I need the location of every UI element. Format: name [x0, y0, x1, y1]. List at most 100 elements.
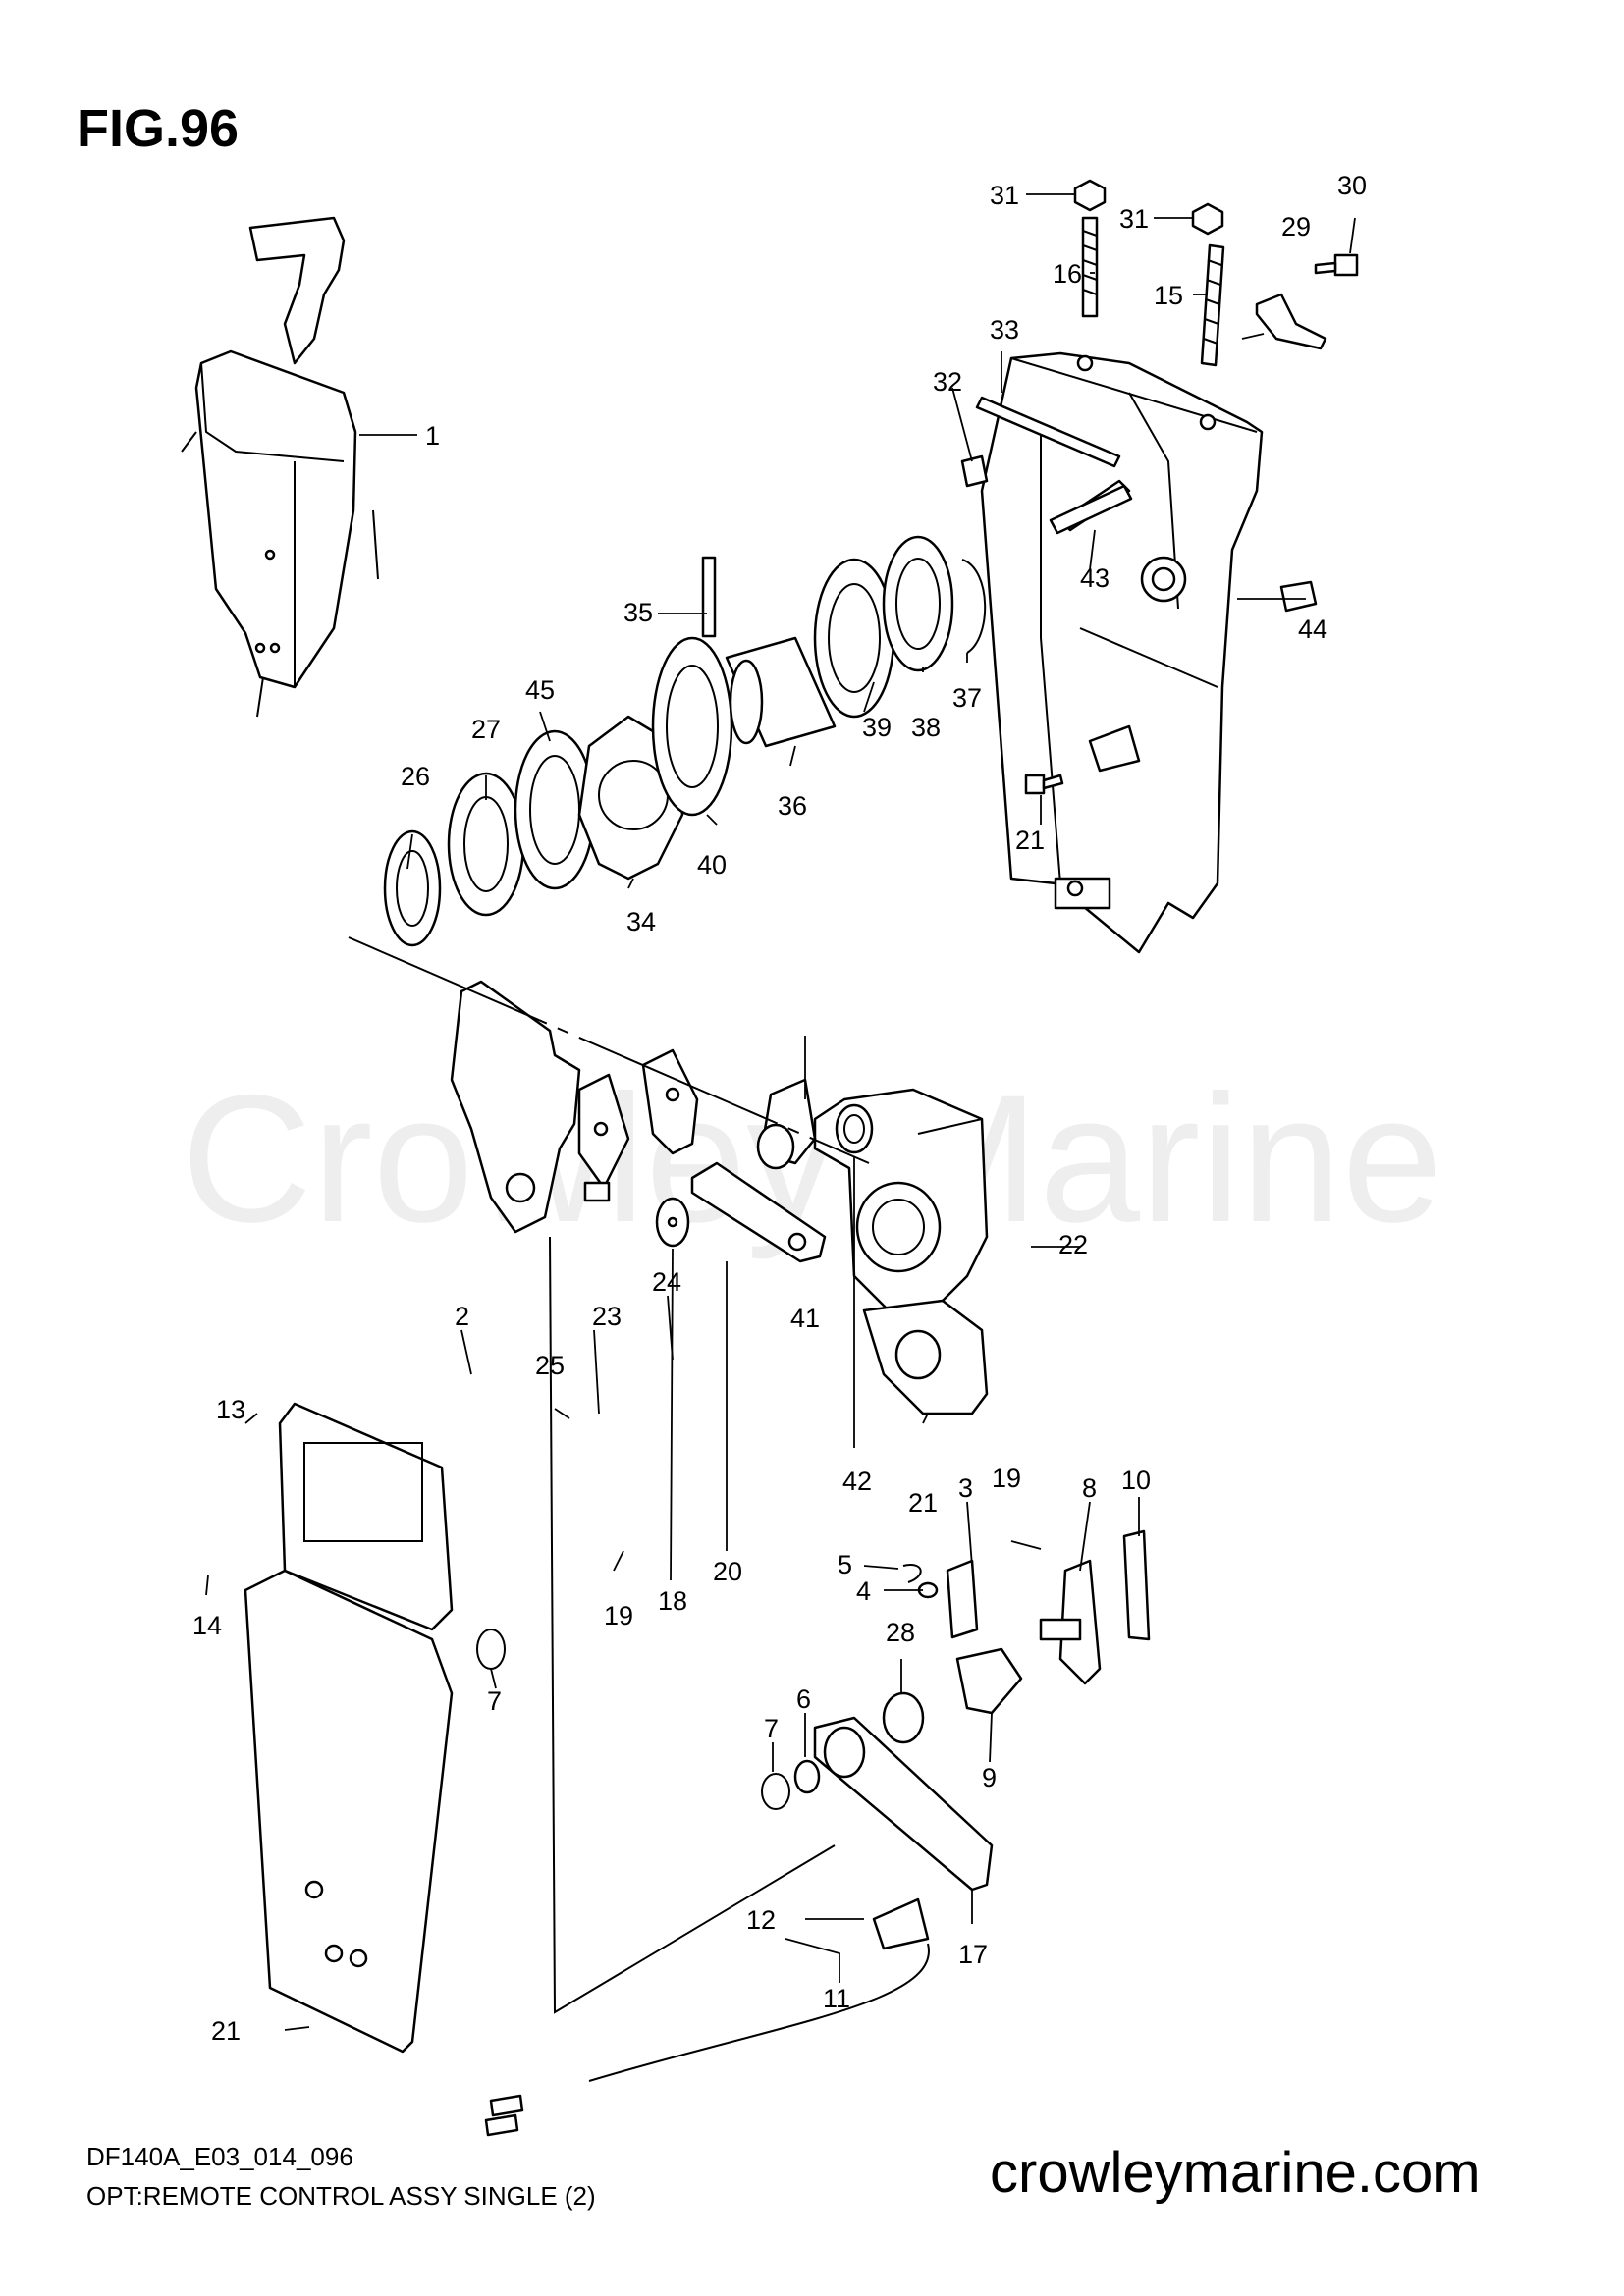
callout-31a: 31	[990, 181, 1019, 210]
callout-27: 27	[471, 715, 501, 744]
callout-8: 8	[1082, 1473, 1097, 1503]
part-32	[960, 454, 989, 488]
callout-23: 23	[592, 1302, 622, 1331]
callout-37: 37	[952, 683, 982, 713]
part-41-switch	[756, 1078, 817, 1170]
cover-plate-assembly	[244, 1402, 454, 2054]
callout-16: 16	[1053, 259, 1082, 289]
part-26-bushing	[383, 829, 442, 947]
part-3-shaft	[946, 1559, 979, 1639]
diagram-description: OPT:REMOTE CONTROL ASSY SINGLE (2)	[86, 2181, 596, 2211]
part-9-collar	[955, 1647, 1023, 1715]
part-31-nut	[1073, 179, 1107, 212]
alignment-line	[348, 936, 870, 1164]
part-16-stud	[1081, 216, 1099, 318]
callout-19b: 19	[992, 1464, 1021, 1493]
callout-19a: 19	[604, 1601, 633, 1630]
part-39-ring	[813, 558, 895, 719]
callout-13: 13	[216, 1395, 245, 1424]
callout-39: 39	[862, 713, 892, 742]
part-33-strip	[975, 396, 1121, 468]
callout-10: 10	[1121, 1466, 1151, 1495]
callout-44: 44	[1298, 614, 1327, 644]
diagram-code: DF140A_E03_014_096	[86, 2142, 353, 2171]
callout-33: 33	[990, 315, 1019, 345]
figure-title: FIG.96	[77, 99, 240, 158]
alignment-line	[917, 1118, 983, 1135]
callout-4: 4	[856, 1576, 871, 1606]
callout-21c: 21	[211, 2016, 241, 2046]
callout-26: 26	[401, 762, 430, 791]
part-12-micro-switch	[872, 1897, 930, 1950]
callout-35: 35	[623, 598, 653, 627]
callout-45: 45	[525, 675, 555, 705]
callout-41: 41	[790, 1304, 820, 1333]
callout-38: 38	[911, 713, 941, 742]
part-40-washer	[651, 636, 733, 817]
callout-labels: 1 2 3 4 5 6 7 7 8 9 10 11 12 13 14 15 16…	[192, 171, 1367, 2046]
part-45-ring	[514, 729, 596, 890]
part-17-arm	[813, 1716, 994, 1892]
part-29-bracket	[1255, 293, 1327, 350]
part-1-remote-control-handle	[181, 216, 379, 718]
callout-28: 28	[886, 1618, 915, 1647]
callout-24: 24	[652, 1267, 681, 1297]
part-30-bolt	[1314, 253, 1359, 277]
callout-7a: 7	[487, 1686, 502, 1716]
callout-15: 15	[1154, 281, 1183, 310]
callout-11: 11	[823, 1984, 850, 2013]
part-23-plate	[577, 1073, 630, 1202]
callout-40: 40	[697, 850, 727, 880]
callout-43: 43	[1080, 563, 1110, 593]
callout-21a: 21	[1015, 826, 1045, 855]
callout-20: 20	[713, 1557, 742, 1586]
part-31-nut	[1191, 202, 1224, 236]
callout-30: 30	[1337, 171, 1367, 200]
callout-32: 32	[933, 367, 962, 397]
part-7-ring	[476, 1629, 790, 1810]
callout-36: 36	[778, 791, 807, 821]
main-housing	[980, 351, 1264, 954]
callout-1: 1	[425, 421, 440, 451]
part-8-bracket	[1039, 1559, 1102, 1685]
callout-21b: 21	[908, 1488, 938, 1518]
part-6-washer	[793, 1759, 821, 1794]
part-21-bolt	[1024, 774, 1064, 795]
site-url: crowleymarine.com	[990, 2141, 1481, 2205]
callout-14: 14	[192, 1611, 222, 1640]
part-38-washer	[882, 535, 954, 672]
callout-22: 22	[1058, 1230, 1088, 1259]
part-36-gear-shaft	[725, 636, 837, 748]
callout-5: 5	[838, 1550, 852, 1579]
part-20-link	[690, 1161, 827, 1263]
callout-2: 2	[455, 1302, 469, 1331]
part-35-pin	[701, 556, 717, 638]
part-18-washer	[655, 1197, 690, 1248]
leader-lines	[205, 193, 1356, 2031]
callout-34: 34	[626, 907, 656, 936]
callout-12: 12	[746, 1905, 776, 1935]
callout-3: 3	[958, 1473, 973, 1503]
part-43-pin	[1049, 484, 1133, 535]
part-37-clip	[961, 559, 987, 654]
part-42-bushing	[835, 1103, 874, 1154]
callout-18: 18	[658, 1586, 687, 1616]
part-24-cam	[641, 1048, 699, 1155]
part-2-lever	[450, 980, 581, 1234]
callout-31b: 31	[1119, 204, 1149, 234]
callout-42: 42	[842, 1467, 872, 1496]
part-28-bushing	[882, 1691, 925, 1744]
callout-17: 17	[958, 1940, 988, 1969]
alignment-line	[549, 1236, 836, 2014]
part-15-stud	[1200, 243, 1225, 367]
callout-25: 25	[535, 1351, 565, 1380]
part-4-5-clip	[902, 1564, 939, 1599]
part-44-cap	[1279, 580, 1318, 613]
part-10-plate	[1122, 1529, 1151, 1641]
callout-9: 9	[982, 1763, 997, 1792]
callout-6: 6	[796, 1684, 811, 1714]
part-11-harness	[484, 1943, 930, 2137]
callout-7b: 7	[764, 1714, 779, 1743]
callout-29: 29	[1281, 212, 1311, 241]
